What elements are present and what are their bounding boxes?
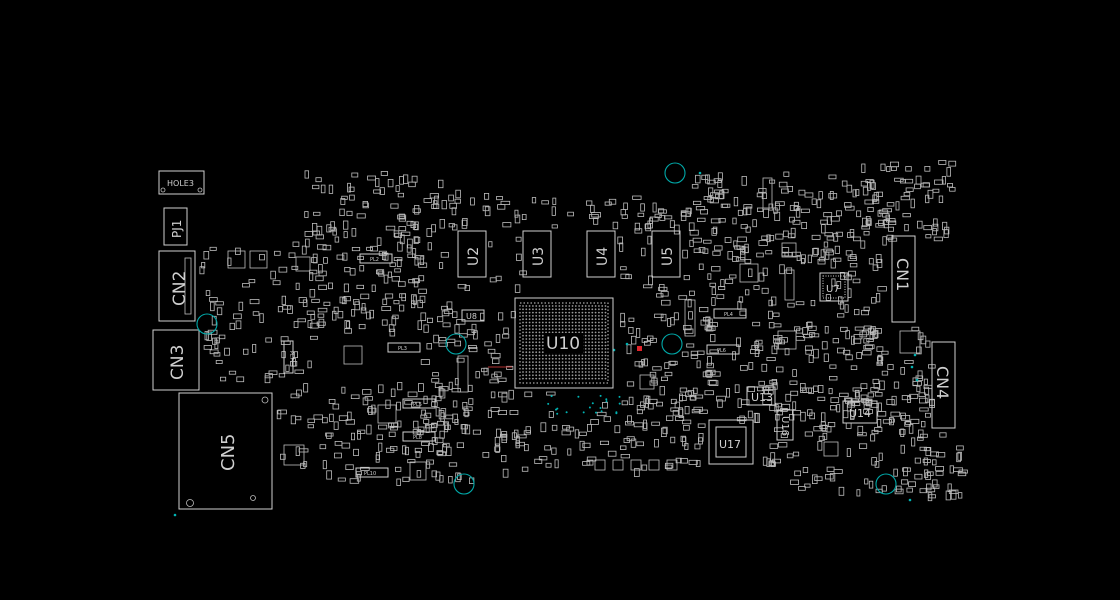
cn3-label: CN3 bbox=[168, 345, 188, 380]
inductor-pl10[interactable]: PL10 bbox=[355, 467, 389, 478]
pl8-label: PL8 bbox=[413, 435, 422, 441]
pl2-label: PL2 bbox=[370, 257, 379, 263]
chip-u10[interactable]: U10 bbox=[514, 297, 614, 389]
u2-label: U2 bbox=[466, 247, 482, 266]
chip-u16[interactable]: U16 bbox=[776, 409, 794, 441]
u8-label: U8 bbox=[466, 312, 477, 321]
pl4-label: PL4 bbox=[724, 312, 733, 318]
inductor-pl6[interactable]: PL6 bbox=[706, 344, 740, 355]
u14-label: U14 bbox=[849, 407, 871, 420]
cn4-label: CN4 bbox=[933, 366, 952, 399]
connector-cn1[interactable]: CN1 bbox=[891, 235, 916, 323]
passive-components bbox=[173, 159, 968, 517]
chip-u8[interactable]: U8 bbox=[461, 309, 485, 322]
u16-label: U16 bbox=[779, 416, 790, 436]
cn2-label: CN2 bbox=[170, 271, 190, 306]
hole3-label: HOLE3 bbox=[167, 179, 194, 188]
u10-label: U10 bbox=[546, 334, 580, 354]
inductor-pl4[interactable]: PL4 bbox=[713, 308, 747, 319]
power-pads bbox=[227, 177, 921, 481]
marker-red bbox=[488, 346, 642, 368]
u5-label: U5 bbox=[660, 247, 676, 266]
chip-u4[interactable]: U4 bbox=[586, 230, 616, 278]
u17-label: U17 bbox=[719, 438, 741, 451]
u4-label: U4 bbox=[595, 247, 611, 266]
chip-u14[interactable]: U14 bbox=[842, 400, 878, 424]
pl3-label: PL3 bbox=[398, 346, 407, 352]
u7-label: U7 bbox=[826, 284, 840, 295]
pl10-label: PL10 bbox=[364, 471, 376, 477]
chip-u13[interactable]: U13 bbox=[746, 386, 776, 406]
inductor-pl8[interactable]: PL8 bbox=[402, 431, 436, 442]
pl7-label: PL7 bbox=[288, 351, 294, 360]
inductor-pl3[interactable]: PL3 bbox=[387, 342, 421, 353]
connector-cn4[interactable]: CN4 bbox=[931, 341, 956, 429]
chip-u2[interactable]: U2 bbox=[457, 230, 487, 278]
chip-u5[interactable]: U5 bbox=[651, 230, 681, 278]
u3-label: U3 bbox=[531, 247, 547, 266]
connector-cn2[interactable]: CN2 bbox=[158, 250, 196, 322]
connector-pj1[interactable]: PJ1 bbox=[163, 207, 188, 246]
pj1-label: PJ1 bbox=[170, 220, 184, 238]
chip-u17[interactable]: U17 bbox=[708, 419, 754, 465]
pl5-label: PL5 bbox=[413, 402, 422, 408]
chip-u3[interactable]: U3 bbox=[522, 230, 552, 278]
inductor-pl5[interactable]: PL5 bbox=[402, 398, 436, 409]
inductor-pl7[interactable]: PL7 bbox=[283, 340, 294, 374]
pl6-label: PL6 bbox=[717, 348, 726, 354]
connector-cn5[interactable]: CN5 bbox=[178, 392, 273, 510]
cn5-label: CN5 bbox=[218, 434, 239, 472]
cn1-label: CN1 bbox=[893, 258, 912, 291]
connector-cn3[interactable]: CN3 bbox=[152, 329, 200, 391]
connector-hole3[interactable]: HOLE3 bbox=[158, 170, 205, 195]
mounting-holes bbox=[196, 162, 897, 495]
chip-u7[interactable]: U7 bbox=[819, 272, 849, 302]
inductor-pl2[interactable]: PL2 bbox=[359, 253, 393, 264]
u13-label: U13 bbox=[751, 391, 773, 404]
